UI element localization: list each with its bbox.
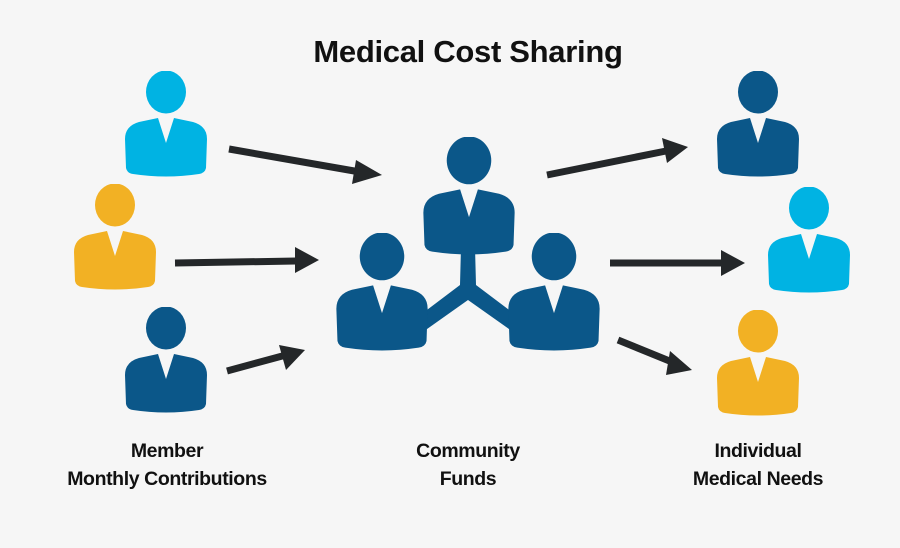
person-icon — [717, 71, 799, 177]
label-line: Monthly Contributions — [67, 468, 267, 490]
label-line: Member — [130, 440, 204, 462]
arrow-icon — [546, 138, 688, 179]
label-line: Individual — [714, 440, 802, 462]
label-individual-needs: Individual Medical Needs — [658, 437, 858, 493]
person-icon — [125, 307, 207, 413]
person-icon — [125, 71, 207, 177]
person-icon — [717, 310, 799, 416]
arrow-icon — [610, 250, 745, 276]
person-icon — [423, 137, 515, 255]
recipient-person-1 — [717, 71, 799, 177]
arrow-icon — [616, 336, 692, 375]
member-person-3 — [125, 307, 207, 413]
person-icon — [768, 187, 850, 293]
recipient-person-3 — [717, 310, 799, 416]
diagram-title: Medical Cost Sharing — [313, 34, 623, 69]
member-person-1 — [125, 71, 207, 177]
person-icon — [508, 233, 600, 351]
recipient-person-2 — [768, 187, 850, 293]
label-line: Community — [416, 440, 520, 462]
label-community-funds: Community Funds — [368, 437, 568, 493]
person-icon — [74, 184, 156, 290]
community-funds-cluster — [336, 137, 600, 351]
person-icon — [336, 233, 428, 351]
label-member-contributions: Member Monthly Contributions — [32, 437, 302, 493]
arrow-icon — [226, 345, 305, 375]
label-line: Medical Needs — [692, 468, 824, 490]
network-connector — [411, 247, 525, 334]
arrow-icon — [228, 145, 382, 184]
arrow-icon — [174, 247, 319, 273]
label-line: Funds — [439, 468, 497, 490]
member-person-2 — [74, 184, 156, 290]
